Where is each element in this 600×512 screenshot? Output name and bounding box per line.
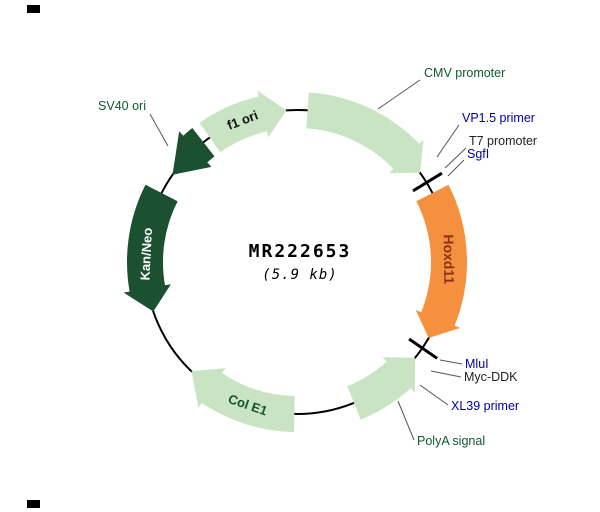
callout-label-vp15-primer: VP1.5 primer <box>462 111 535 125</box>
feature-arrow-sv40-ori-arrow <box>172 128 215 175</box>
callout-label-cmv-promoter: CMV promoter <box>424 66 505 80</box>
feature-arrow-kan-neo <box>123 184 178 312</box>
crop-mark-top-left <box>27 5 40 13</box>
feature-arrow-cmv-promoter <box>306 92 424 174</box>
callout-label-t7-promoter: T7 promoter <box>469 134 537 148</box>
callout-label-myc-ddk: Myc-DDK <box>464 370 518 384</box>
feature-arrow-polya-region <box>347 357 416 420</box>
leader-line-cmv-promoter <box>377 79 421 110</box>
leader-line-t7-promoter <box>444 147 467 169</box>
callout-label-xl39-primer: XL39 primer <box>451 399 519 413</box>
feature-label-kan-neo: Kan/Neo <box>137 227 155 281</box>
plasmid-size: (5.9 kb) <box>262 267 337 283</box>
callout-label-mlui: MluI <box>465 357 489 371</box>
plasmid-title: MR222653 <box>249 241 352 262</box>
crop-mark-bottom-left <box>27 500 40 508</box>
leader-line-mlui <box>439 359 463 365</box>
leader-line-sv40-ori <box>149 113 169 147</box>
feature-arrow-hoxd11 <box>415 184 468 338</box>
restriction-site-ticks <box>408 171 443 360</box>
callout-label-sgfi: SgfI <box>467 147 489 161</box>
leader-line-vp15-primer <box>436 124 460 158</box>
leader-line-polya-signal <box>397 400 415 441</box>
leader-line-sgfi <box>447 159 465 177</box>
tick-sgfi-site <box>412 171 443 193</box>
tick-mlui-site <box>408 337 438 360</box>
leader-line-xl39-primer <box>419 384 449 406</box>
feature-label-hoxd11: Hoxd11 <box>441 234 458 284</box>
leader-line-myc-ddk <box>430 370 462 378</box>
callout-label-sv40-ori: SV40 ori <box>98 99 146 113</box>
callout-label-polya-signal: PolyA signal <box>417 434 485 448</box>
feature-arrow-f1-ori <box>199 90 287 153</box>
feature-arrow-col-e1 <box>191 368 295 432</box>
